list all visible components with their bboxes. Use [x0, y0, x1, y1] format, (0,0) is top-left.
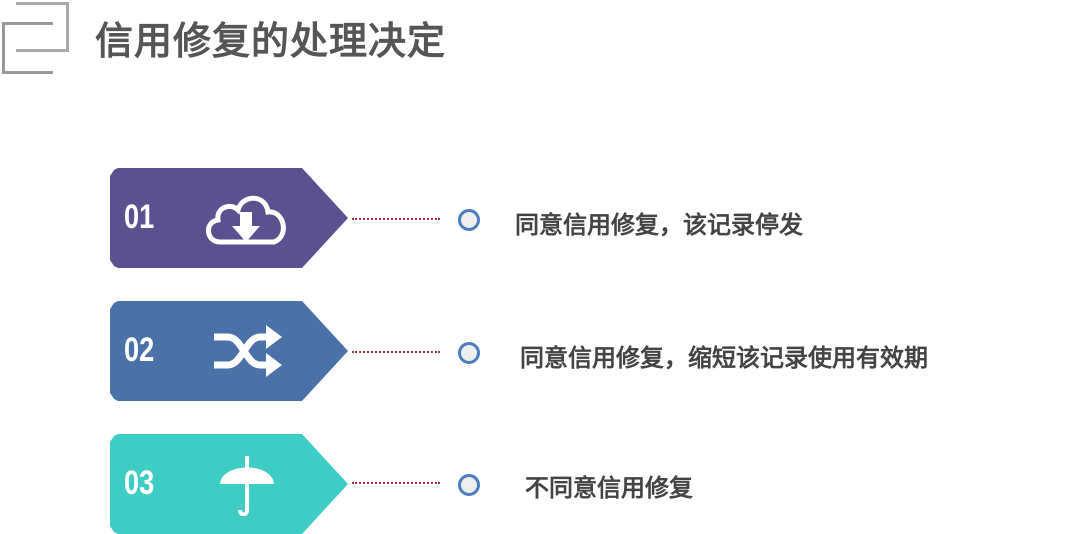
option-label: 不同意信用修复 [525, 474, 693, 502]
shuffle-icon [214, 325, 282, 377]
option-label: 同意信用修复，该记录停发 [515, 211, 803, 239]
corner-decoration [16, 2, 69, 52]
connector-line [352, 351, 440, 353]
connector-line [352, 482, 440, 484]
step-tag-1: 01 [110, 168, 348, 268]
option-label: 同意信用修复，缩短该记录使用有效期 [520, 344, 928, 372]
step-number: 03 [124, 464, 155, 502]
connector-line [352, 218, 440, 220]
cloud-download-icon [206, 195, 286, 245]
step-tag-2: 02 [110, 301, 348, 401]
bullet-circle [458, 342, 480, 364]
step-number: 02 [124, 331, 155, 369]
corner-decoration [2, 22, 53, 74]
umbrella-icon [220, 456, 274, 516]
step-tag-3: 03 [110, 434, 348, 534]
step-number: 01 [124, 198, 155, 236]
bullet-circle [458, 474, 480, 496]
bullet-circle [458, 209, 480, 231]
page-title: 信用修复的处理决定 [95, 19, 447, 63]
